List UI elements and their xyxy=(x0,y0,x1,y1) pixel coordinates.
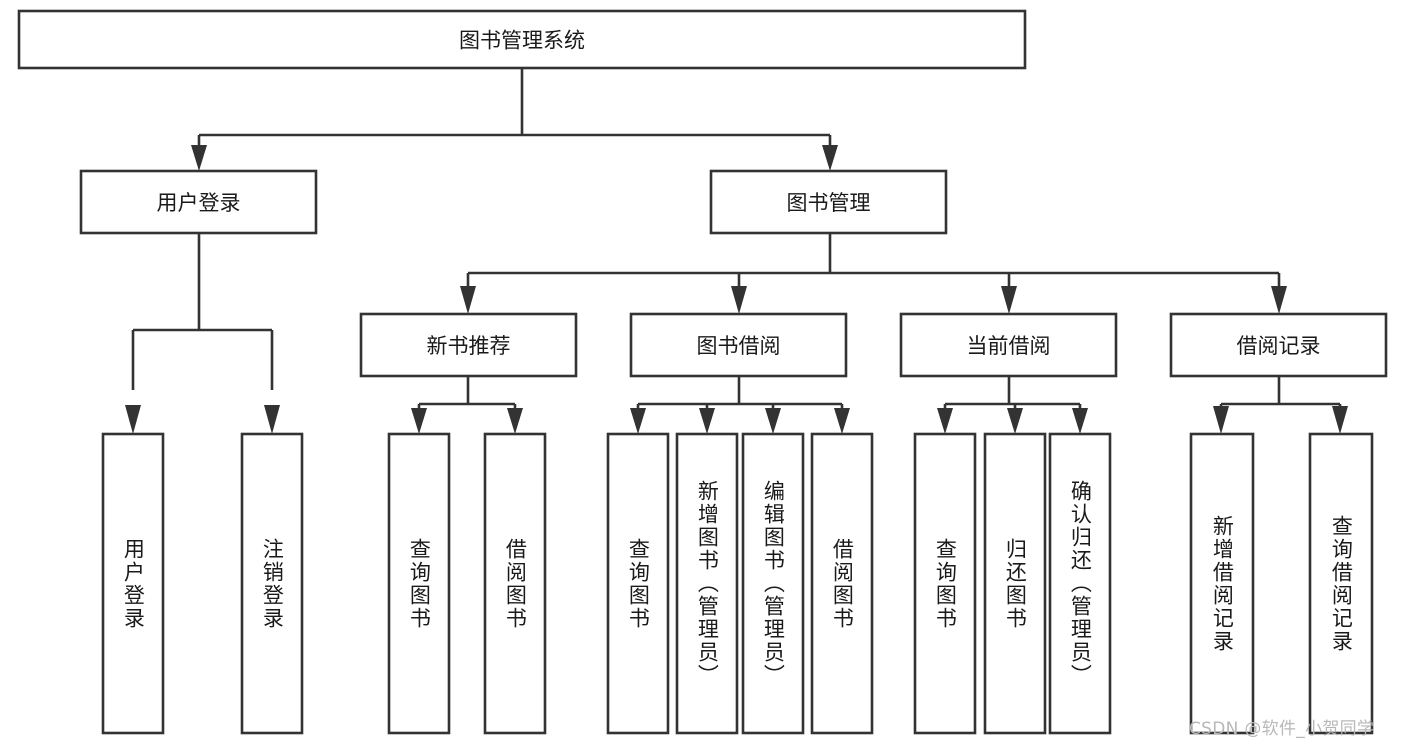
node-borrow-record[interactable] xyxy=(1169,312,1388,378)
edge-group-current-borrow xyxy=(937,376,1088,434)
arrow-bb-to-leaf2 xyxy=(699,408,715,434)
node-leaf-borrow-book-1[interactable] xyxy=(483,432,547,735)
watermark-text: CSDN @软件_小贺同学 xyxy=(1189,719,1375,739)
node-borrow-record-label: 借阅记录 xyxy=(1237,334,1321,358)
node-leaf-user-login[interactable] xyxy=(101,432,165,735)
arrow-bb-to-leaf3 xyxy=(765,408,781,434)
node-leaf-logout[interactable] xyxy=(240,432,304,735)
arrow-rec-to-leaf2 xyxy=(507,408,523,434)
node-book-manage[interactable] xyxy=(709,169,948,235)
edge-group-book-manage xyxy=(460,233,1287,314)
arrow-bb-to-leaf1 xyxy=(630,408,646,434)
edge-group-book-borrow xyxy=(630,376,850,434)
node-current-borrow-label: 当前借阅 xyxy=(967,334,1051,358)
node-leaf-return-book[interactable] xyxy=(983,432,1047,735)
node-new-book-recommend[interactable] xyxy=(359,312,578,378)
arrow-cb-to-leaf1 xyxy=(937,408,953,434)
edge-group-user-login xyxy=(125,233,280,434)
node-leaf-query-book-2[interactable] xyxy=(606,432,670,735)
node-leaf-query-book-1[interactable] xyxy=(387,432,451,735)
arrow-bm-to-recommend xyxy=(460,286,476,314)
node-leaf-edit-book[interactable] xyxy=(741,432,805,735)
node-leaf-borrow-book-2[interactable] xyxy=(810,432,874,735)
node-leaf-confirm-return[interactable] xyxy=(1048,432,1112,735)
node-book-borrow-label: 图书借阅 xyxy=(697,334,781,358)
node-root-label: 图书管理系统 xyxy=(459,29,585,53)
node-leaf-add-record[interactable] xyxy=(1189,432,1255,735)
node-leaf-query-book-3[interactable] xyxy=(913,432,977,735)
arrow-br-to-leaf1 xyxy=(1213,406,1229,434)
arrow-bm-to-record xyxy=(1271,286,1287,314)
node-user-login[interactable] xyxy=(79,169,318,235)
arrow-bm-to-borrow xyxy=(731,286,747,314)
edge-group-borrow-record xyxy=(1213,376,1348,434)
edge-group-root xyxy=(191,68,838,171)
node-book-borrow[interactable] xyxy=(629,312,848,378)
node-user-login-label: 用户登录 xyxy=(157,191,241,215)
arrow-ul-to-leaf1 xyxy=(125,405,141,434)
arrow-ul-to-leaf2 xyxy=(264,405,280,434)
arrow-cb-to-leaf2 xyxy=(1007,408,1023,434)
node-root[interactable] xyxy=(17,9,1027,70)
node-leaf-query-record[interactable] xyxy=(1308,432,1374,735)
arrow-root-to-user-login xyxy=(191,145,207,171)
arrow-cb-to-leaf3 xyxy=(1072,408,1088,434)
arrow-bb-to-leaf4 xyxy=(834,408,850,434)
arrow-root-to-book-manage xyxy=(822,145,838,171)
arrow-br-to-leaf2 xyxy=(1332,406,1348,434)
edge-group-recommend xyxy=(411,376,523,434)
arrow-bm-to-current xyxy=(1001,286,1017,314)
node-book-manage-label: 图书管理 xyxy=(787,191,871,215)
node-current-borrow[interactable] xyxy=(899,312,1118,378)
node-new-book-recommend-label: 新书推荐 xyxy=(427,334,511,358)
node-leaf-add-book[interactable] xyxy=(675,432,739,735)
arrow-rec-to-leaf1 xyxy=(411,408,427,434)
